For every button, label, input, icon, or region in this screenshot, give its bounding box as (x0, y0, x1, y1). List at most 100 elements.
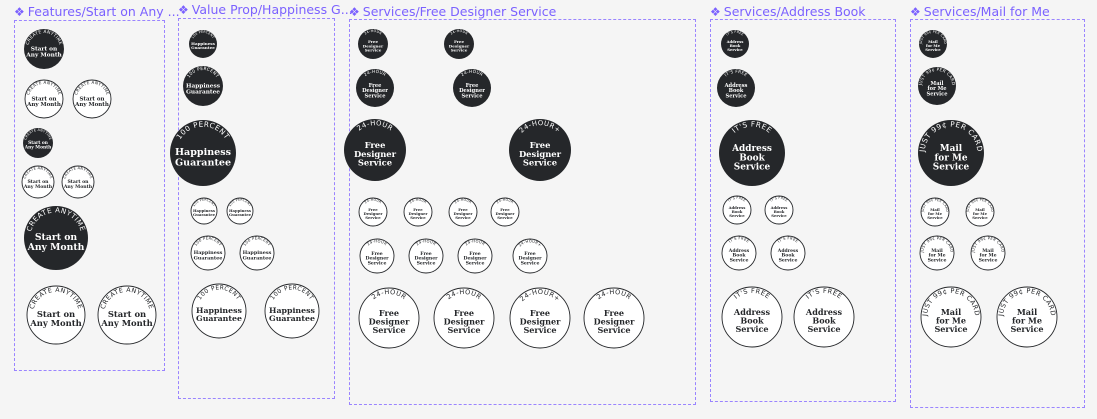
badge-label-line: Guarantee (229, 212, 252, 217)
badge-circle (920, 197, 950, 227)
badge-label-line: Happiness (193, 208, 215, 213)
badge-circle (24, 206, 88, 270)
badge-circle (722, 195, 752, 225)
frame-title-address[interactable]: ❖Services/Address Book (710, 4, 866, 20)
badge-label-line: for Me (927, 86, 947, 92)
badge-circle (359, 238, 395, 274)
badge-circle (509, 119, 571, 181)
badge-label-line: Service (927, 215, 943, 220)
frame-title-features[interactable]: ❖Features/Start on Any ... (14, 4, 180, 20)
badge-label-line: Mail (940, 144, 963, 154)
badge-circle (583, 287, 645, 349)
badge-circle (721, 30, 749, 58)
badge-circle (239, 235, 275, 271)
badge-circle (264, 283, 320, 339)
badge-label-line: Service (497, 215, 513, 220)
badge-label-line: Service (925, 47, 941, 52)
badge-label-line: Guarantee (191, 45, 215, 50)
badge-label-line: Designer (449, 43, 470, 48)
badge-label-line: Free (420, 251, 431, 257)
badge-label-line: Mail (931, 81, 944, 87)
badge-label-line: Mail (941, 307, 961, 317)
component-diamond-icon: ❖ (910, 5, 921, 19)
badge-label-line: Designer (369, 317, 410, 327)
badge-arc-text: 24-HOUR (454, 198, 473, 205)
badge-label-line: Free (365, 140, 386, 150)
badge-label-line: Designer (463, 256, 487, 262)
badge-label-line: Book (729, 88, 744, 94)
badge-label-line: Happiness (229, 208, 251, 213)
badge-circle (226, 197, 254, 225)
badge-label-line: Start on (79, 96, 104, 102)
badge-circle (189, 30, 217, 58)
badge-label-line: Start on (31, 46, 58, 52)
badge-label-line: Book (730, 43, 741, 48)
badge-label-line: Service (735, 324, 768, 334)
badge-arc-text: IT'S FREE (728, 236, 750, 243)
frame-title-designer[interactable]: ❖Services/Free Designer Service (349, 4, 557, 20)
badge-label-line: for Me (979, 253, 996, 259)
badge-label-line: Book (781, 253, 795, 259)
badge-circle (170, 120, 236, 186)
badge-label-line: Free (604, 308, 624, 318)
badge-label-line: Happiness (243, 250, 272, 256)
frame-title-mail[interactable]: ❖Services/Mail for Me (910, 4, 1050, 20)
badge-label-line: Service (451, 48, 468, 53)
frame-title-happiness[interactable]: ❖Value Prop/Happiness G... (178, 2, 353, 18)
